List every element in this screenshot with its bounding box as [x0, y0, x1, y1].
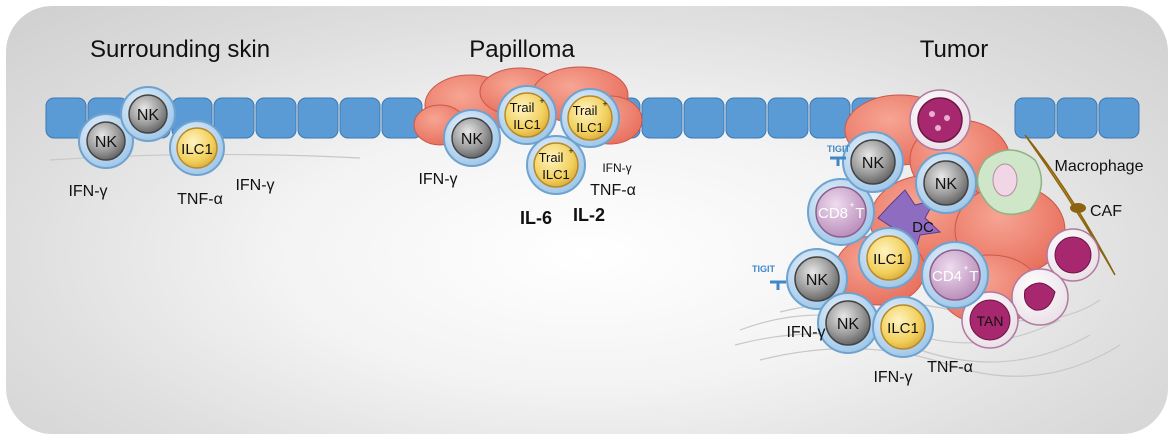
tumor-neutrophil-lower [1011, 268, 1069, 326]
papilloma-ifng-label: IFN-γ [418, 171, 457, 188]
epithelial-cell [809, 97, 851, 139]
il6-label: IL-6 [520, 208, 552, 228]
ilc1-label: ILC1 [181, 141, 213, 158]
nk-label: NK [95, 134, 118, 151]
skin-ilc1-cell: ILC1 [169, 120, 225, 176]
skin-title: Surrounding skin [90, 36, 270, 63]
trail-sup: + [539, 96, 544, 106]
nk-label: NK [461, 131, 484, 148]
skin-nk-cell-1: NK [78, 113, 134, 169]
ilc1-label: ILC1 [576, 120, 603, 135]
tan-label: TAN [977, 313, 1004, 329]
tumor-tan-cell: TAN [961, 291, 1019, 349]
papilloma-trail-ilc1-cell-3: Trail + ILC1 [526, 135, 586, 195]
tigit-receptor-top: TIGIT [827, 144, 850, 166]
papilloma-trail-ilc1-cell-1: Trail + ILC1 [497, 85, 557, 145]
papilloma-trail-ilc1-cell-2: Trail + ILC1 [560, 88, 620, 148]
epithelial-cell [767, 97, 809, 139]
caf-label: CAF [1090, 203, 1122, 220]
tumor-caf [1024, 134, 1116, 276]
tumor-nk-cell-2: NK [915, 152, 977, 214]
tumor-ifng-label-1: IFN-γ [786, 324, 825, 341]
epithelial-cell [683, 97, 725, 139]
cd8-label: CD8 [818, 205, 848, 222]
tumor-nk-cell-4: NK [817, 292, 879, 354]
cd4-sup: + [963, 263, 968, 273]
cd8-sup: + [849, 200, 854, 210]
epithelial-cell [213, 97, 255, 139]
epithelial-cell [1014, 97, 1056, 139]
epithelial-cell [725, 97, 767, 139]
skin-ifng-label-2: IFN-γ [235, 177, 274, 194]
tigit-label: TIGIT [752, 264, 775, 274]
tumor-cd4-t-cell: CD4 + T [921, 241, 989, 309]
cd4-t-letter: T [969, 268, 978, 285]
trail-sup: + [602, 99, 607, 109]
ilc1-label: ILC1 [873, 251, 905, 268]
macrophage-label: Macrophage [1055, 158, 1144, 175]
tumor-title: Tumor [920, 36, 988, 63]
trail-sup: + [568, 146, 573, 156]
ilc1-label: ILC1 [887, 320, 919, 337]
dc-label: DC [912, 219, 934, 236]
nk-label: NK [837, 316, 860, 333]
papilloma-ifng-small-label: IFN-γ [602, 161, 631, 175]
nk-label: NK [137, 107, 160, 124]
skin-tnfa-label: TNF-α [177, 191, 223, 208]
epithelial-cell [255, 97, 297, 139]
il2-label: IL-2 [573, 205, 605, 225]
ilc1-label: ILC1 [542, 167, 569, 182]
nk-label: NK [862, 155, 885, 172]
tumor-tnfa-label: TNF-α [927, 359, 973, 376]
epithelial-cell [339, 97, 381, 139]
epithelial-cell [1098, 97, 1140, 139]
trail-label: Trail [573, 103, 598, 118]
tumor-neutrophil-top [909, 89, 971, 151]
cd8-t-letter: T [855, 205, 864, 222]
trail-label: Trail [510, 100, 535, 115]
tumor-neutrophil-right [1046, 228, 1100, 282]
nk-label: NK [806, 272, 829, 289]
nk-label: NK [935, 176, 958, 193]
tumor-ilc1-cell-2: ILC1 [872, 296, 934, 358]
skin-ifng-label: IFN-γ [68, 183, 107, 200]
tumor-nk-cell-1: NK [842, 131, 904, 193]
tumor-macrophage [976, 149, 1043, 215]
papilloma-nk-cell: NK [443, 109, 501, 167]
skin-nk-cell-2: NK [120, 86, 176, 142]
tumor-cd8-t-cell: CD8 + T [807, 178, 875, 246]
tumor-nk-cell-3: NK [786, 248, 848, 310]
papilloma-tnfa-label: TNF-α [590, 182, 636, 199]
papilloma-title: Papilloma [469, 36, 575, 63]
ilc1-label: ILC1 [513, 117, 540, 132]
trail-label: Trail [539, 150, 564, 165]
epithelial-cell [1056, 97, 1098, 139]
epithelial-cell [45, 97, 87, 139]
cd4-label: CD4 [932, 268, 962, 285]
epithelial-cell [641, 97, 683, 139]
epithelial-cell [297, 97, 339, 139]
tumor-ilc1-cell-1: ILC1 [858, 227, 920, 289]
tigit-label: TIGIT [827, 144, 850, 154]
tumor-ifng-label-2: IFN-γ [873, 369, 912, 386]
tigit-receptor-bottom: TIGIT [752, 264, 786, 290]
